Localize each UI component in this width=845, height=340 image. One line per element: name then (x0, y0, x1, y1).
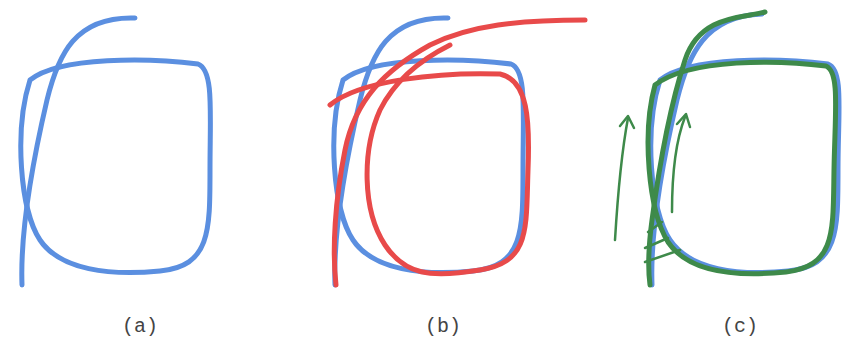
panel-label: (b) (425, 317, 461, 337)
panel-label: (a) (122, 317, 158, 337)
red-curves (330, 20, 585, 285)
flow-arrows (615, 114, 690, 262)
blue-curves (21, 18, 211, 285)
green-curves (648, 12, 836, 285)
blue-curves (651, 14, 839, 285)
panel-label: (c) (722, 317, 758, 337)
